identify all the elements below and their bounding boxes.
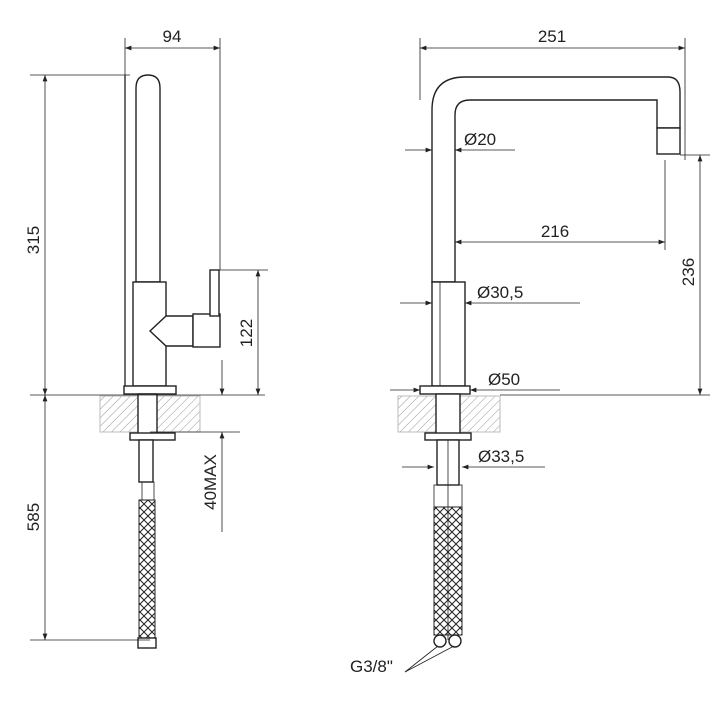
handle-height-dimension-label: 122 xyxy=(237,319,256,347)
front-faucet-body xyxy=(419,76,681,395)
width-dimension-label: 94 xyxy=(163,27,182,46)
spout-diameter-label: Ø20 xyxy=(464,130,496,149)
front-supply-hoses xyxy=(433,439,463,648)
spout-height-dimension-label: 236 xyxy=(679,258,698,286)
side-view: 94 315 585 122 40MAX xyxy=(24,27,268,649)
total-reach-dimension-label: 251 xyxy=(538,27,566,46)
connection-thread-label: G3/8" xyxy=(350,657,393,676)
height-dimension-label: 315 xyxy=(24,226,43,254)
shank-diameter-label: Ø33,5 xyxy=(478,447,524,466)
side-supply-hose xyxy=(137,439,157,649)
front-dimension-lines xyxy=(390,38,710,673)
hose-length-dimension-label: 585 xyxy=(24,503,43,531)
side-countertop xyxy=(99,393,201,441)
front-countertop xyxy=(397,393,501,441)
base-diameter-label: Ø50 xyxy=(488,370,520,389)
side-faucet-body xyxy=(123,74,221,395)
side-dimension-lines xyxy=(30,38,268,641)
counter-thickness-dimension-label: 40MAX xyxy=(201,454,220,510)
body-diameter-label: Ø30,5 xyxy=(477,283,523,302)
front-view: 251 Ø20 216 236 Ø30,5 Ø50 Ø33,5 G3/8" xyxy=(350,27,710,676)
reach-dimension-label: 216 xyxy=(541,222,569,241)
